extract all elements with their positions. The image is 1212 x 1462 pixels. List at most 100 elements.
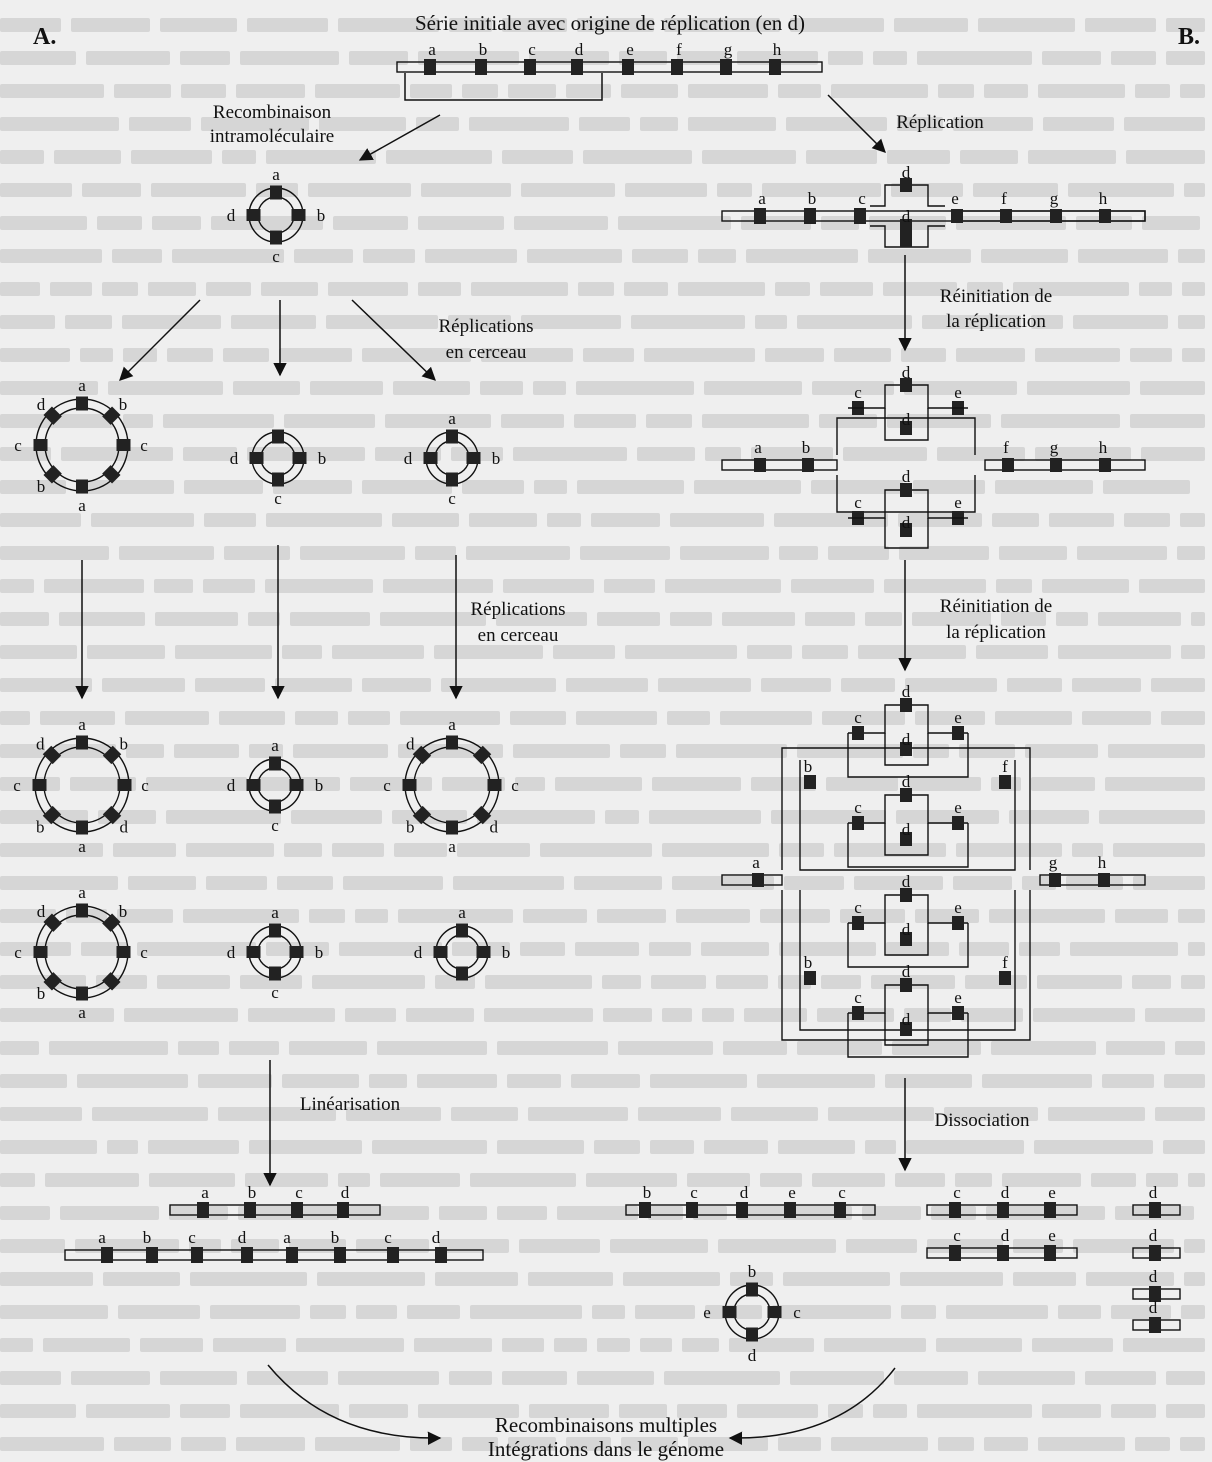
background-word: [103, 1272, 180, 1286]
segment-label: e: [703, 1303, 711, 1322]
background-word: [621, 1437, 678, 1451]
segment-marker: [949, 1245, 961, 1261]
background-word: [959, 942, 1009, 956]
background-word: [167, 348, 213, 362]
segment-label: c: [274, 489, 282, 508]
bubble-strand: [847, 1013, 969, 1058]
segment-label: c: [295, 1183, 303, 1202]
segment-marker: [456, 923, 468, 938]
segment-marker: [1044, 1245, 1056, 1261]
background-word: [1102, 1074, 1154, 1088]
background-word: [704, 381, 802, 395]
background-word: [0, 51, 76, 65]
background-word: [938, 1437, 974, 1451]
background-word: [621, 84, 678, 98]
background-word: [40, 711, 115, 725]
background-word: [1022, 876, 1056, 890]
background-word: [1035, 348, 1120, 362]
segment-marker: [101, 1247, 113, 1263]
background-word: [59, 612, 145, 626]
background-word: [249, 744, 283, 758]
background-text-line: [0, 1394, 1212, 1428]
dissociation-label: Dissociation: [935, 1110, 1030, 1131]
segment-label: d: [119, 818, 128, 837]
segment-label: d: [230, 449, 239, 468]
background-word: [0, 315, 55, 329]
background-word: [92, 1107, 208, 1121]
background-word: [326, 315, 438, 329]
background-word: [619, 1404, 667, 1418]
segment-label: a: [271, 903, 279, 922]
segment-marker: [32, 779, 47, 791]
background-word: [677, 1404, 727, 1418]
background-text-line: [0, 1262, 1212, 1296]
background-word: [1166, 51, 1205, 65]
segment-marker: [424, 59, 436, 75]
panel-label-a: A.: [33, 24, 56, 50]
background-word: [1001, 414, 1120, 428]
background-word: [71, 18, 150, 32]
segment-label: e: [1048, 1226, 1056, 1245]
background-text-line: [0, 1097, 1212, 1131]
segment-marker: [736, 1202, 748, 1218]
segment-label: d: [36, 734, 45, 753]
background-word: [790, 18, 884, 32]
background-word: [528, 1107, 628, 1121]
background-word: [233, 381, 300, 395]
background-word: [884, 579, 986, 593]
background-word: [449, 1371, 492, 1385]
segment-marker: [269, 756, 281, 771]
background-word: [965, 975, 1027, 989]
segment-marker: [1149, 1317, 1161, 1333]
segment-marker: [191, 1247, 203, 1263]
segment-label: d: [37, 395, 46, 414]
background-word: [676, 744, 787, 758]
background-word: [0, 612, 49, 626]
background-word: [362, 480, 452, 494]
segment-label: d: [902, 163, 911, 182]
background-word: [349, 1206, 429, 1220]
segment-label: d: [227, 943, 236, 962]
segment-label: e: [954, 493, 962, 512]
background-word: [672, 876, 774, 890]
background-word: [1025, 744, 1098, 758]
background-word: [418, 216, 504, 230]
background-word: [834, 843, 946, 857]
segment-marker: [42, 745, 62, 765]
segment-marker: [1050, 209, 1062, 223]
segment-marker: [900, 378, 912, 392]
segment-label: b: [502, 943, 511, 962]
background-word: [670, 612, 712, 626]
circle-inner-strand: [257, 196, 295, 234]
background-word: [125, 711, 209, 725]
segment-marker: [720, 59, 732, 75]
segment-marker: [43, 465, 62, 484]
background-word: [108, 381, 223, 395]
background-text-line: [0, 602, 1212, 636]
background-word: [1038, 84, 1125, 98]
rolling-replication-label-1b: en cerceau: [446, 342, 527, 363]
background-word: [1135, 1437, 1170, 1451]
bubble-strand: [847, 823, 969, 868]
background-word: [527, 249, 622, 263]
background-word: [0, 513, 81, 527]
background-word: [317, 1272, 425, 1286]
background-word: [0, 282, 40, 296]
background-word: [0, 876, 118, 890]
background-word: [1182, 348, 1205, 362]
segment-marker: [900, 698, 912, 712]
background-word: [1181, 1305, 1205, 1319]
background-word: [485, 975, 592, 989]
background-word: [717, 183, 752, 197]
segment-marker: [270, 230, 282, 245]
background-word: [290, 612, 370, 626]
segment-label: d: [902, 410, 911, 429]
background-word: [1103, 480, 1190, 494]
background-word: [529, 1404, 609, 1418]
background-word: [901, 1305, 936, 1319]
segment-marker: [76, 735, 88, 750]
bubble-strand: [884, 1013, 929, 1046]
background-word: [86, 51, 170, 65]
background-word: [410, 84, 452, 98]
